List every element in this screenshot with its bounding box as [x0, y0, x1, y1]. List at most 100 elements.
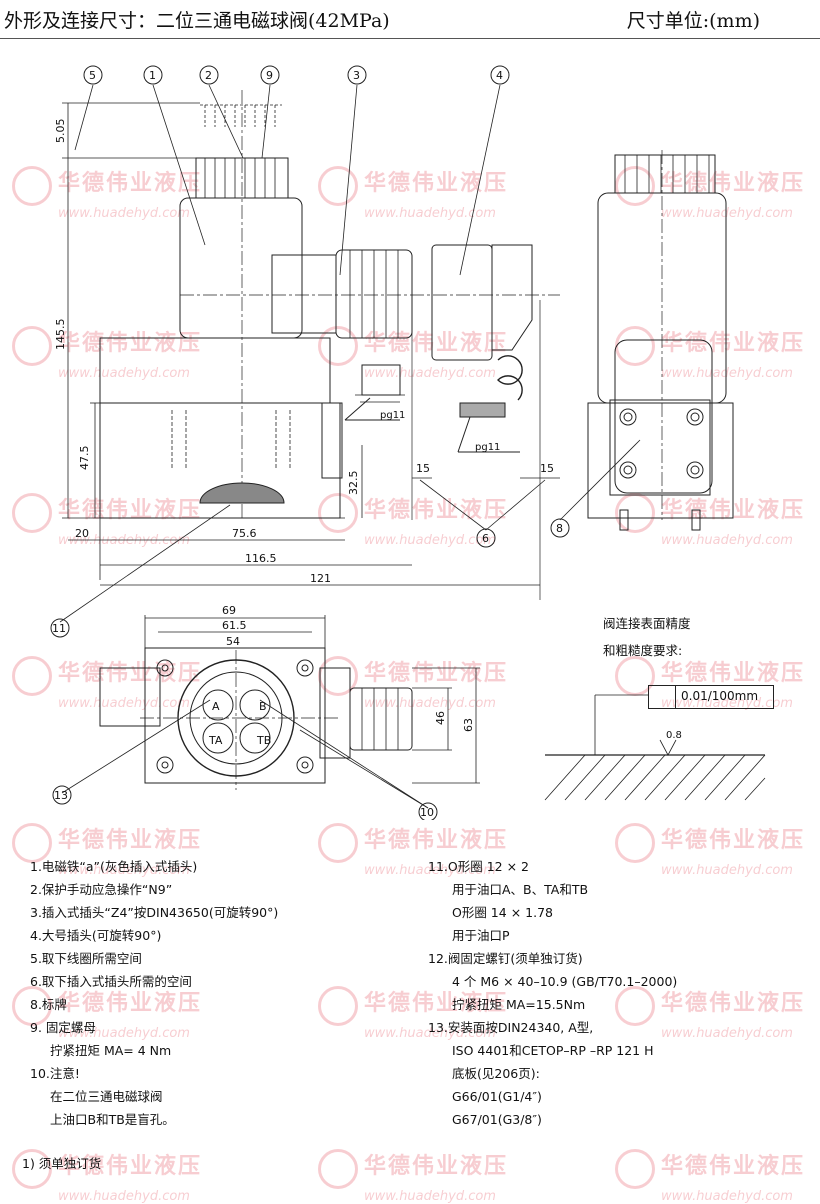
port-b-label: B	[259, 700, 267, 713]
callout-2	[199, 65, 219, 85]
valve-upper-body	[99, 337, 331, 404]
large-plug	[431, 244, 493, 361]
plug-z4	[271, 254, 337, 334]
technical-drawing: pg11 pg11 5.05 145.5 47.	[50, 65, 766, 820]
dim-5-05: 5.05	[54, 119, 67, 144]
nameplate-outline	[614, 339, 713, 494]
note-item: 在二位三通电磁球阀	[50, 1089, 163, 1104]
callout-8	[550, 518, 570, 538]
dim-15-a: 15	[416, 462, 430, 475]
callout-10	[418, 802, 438, 820]
flatness-icon	[649, 686, 676, 708]
callout-5	[83, 65, 103, 85]
logo-icon	[318, 1148, 358, 1189]
surface-requirement: 阀连接表面精度 和粗糙度要求:	[603, 610, 691, 664]
side-plug-bottom	[349, 687, 413, 751]
roughness-value: 0.8	[666, 730, 682, 741]
note-item: 11.O形圈 12 × 2	[428, 859, 529, 874]
note-item: 1.电磁铁“a”(灰色插入式插头)	[30, 859, 198, 874]
dim-121: 121	[310, 572, 331, 585]
note-item: 12.阀固定螺钉(须单独订货)	[428, 951, 583, 966]
svg-text:10: 10	[420, 806, 434, 819]
dim-47-5: 47.5	[78, 446, 91, 471]
dim-145-5: 145.5	[54, 319, 67, 351]
dim-63: 63	[462, 718, 475, 732]
side-base	[587, 402, 734, 519]
side-view	[587, 150, 734, 531]
callouts: 5 1 2 9 3 4 6 8 11 13 10	[50, 65, 570, 820]
surface-line-2: 和粗糙度要求:	[603, 643, 683, 658]
footnote: 1) 须单独订货	[22, 1156, 102, 1171]
note-item: O形圈 14 × 1.78	[452, 905, 553, 920]
note-item: 4.大号插头(可旋转90°)	[30, 928, 162, 943]
note-item: 4 个 M6 × 40–10.9 (GB/T70.1–2000)	[452, 974, 678, 989]
surface-line-1: 阀连接表面精度	[603, 616, 691, 631]
note-item: 8.标牌	[30, 997, 67, 1012]
note-item: 6.取下插入式插头所需的空间	[30, 974, 192, 989]
dim-116-5: 116.5	[245, 552, 277, 565]
dim-15-b: 15	[540, 462, 554, 475]
note-item: 用于油口P	[452, 928, 510, 943]
note-item: ISO 4401和CETOP–RP –RP 121 H	[452, 1043, 654, 1058]
callout-13	[52, 785, 72, 805]
mounting-dimensions: 69 61.5 54 46 63	[144, 604, 480, 784]
note-item: 2.保护手动应急操作“N9”	[30, 882, 173, 897]
callout-11	[50, 618, 70, 638]
callout-9	[260, 65, 280, 85]
coil-body	[179, 197, 303, 339]
callout-3	[347, 65, 367, 85]
note-item: 底板(见206页):	[452, 1066, 540, 1081]
note-item: 10.注意!	[30, 1066, 80, 1081]
callout-4	[490, 65, 510, 85]
surface-symbol: 0.8	[544, 694, 766, 801]
svg-text:8: 8	[556, 522, 563, 535]
flatness-tolerance-box: 0.01/100mm	[648, 685, 774, 709]
note-item: G67/01(G3/8″)	[452, 1112, 542, 1127]
note-item: 5.取下线圈所需空间	[30, 951, 142, 966]
svg-text:2: 2	[205, 69, 212, 82]
large-plug-view: pg11	[411, 244, 541, 600]
nameplate	[609, 399, 711, 496]
unit-label: 尺寸单位:(mm)	[626, 10, 760, 32]
callout-6	[476, 528, 496, 548]
svg-text:3: 3	[353, 69, 360, 82]
notes-left: 1.电磁铁“a”(灰色插入式插头) 2.保护手动应急操作“N9” 3.插入式插头…	[30, 855, 278, 1131]
svg-text:13: 13	[54, 789, 68, 802]
dim-61-5: 61.5	[222, 619, 247, 632]
side-knurled-nut	[614, 154, 716, 194]
dim-69: 69	[222, 604, 236, 617]
note-item: 上油口B和TB是盲孔。	[50, 1112, 175, 1127]
mounting-plate	[144, 647, 326, 784]
dim-75-6: 75.6	[232, 527, 257, 540]
svg-text:4: 4	[496, 69, 503, 82]
logo-icon	[318, 985, 358, 1026]
svg-text:5: 5	[89, 69, 96, 82]
pg11-gland	[361, 364, 401, 396]
mounting-face-view: A B TA TB	[99, 647, 413, 790]
note-item: G66/01(G1/4″)	[452, 1089, 542, 1104]
note-item: 13.安装面按DIN24340, A型,	[428, 1020, 594, 1035]
tolerance-value: 0.01/100mm	[681, 689, 759, 703]
port-ta-label: TA	[208, 734, 223, 747]
o-ring-section	[199, 482, 285, 504]
svg-text:6: 6	[482, 532, 489, 545]
front-view: pg11	[99, 90, 560, 520]
svg-text:1: 1	[149, 69, 156, 82]
dim-54: 54	[226, 635, 240, 648]
note-item: 9. 固定螺母	[30, 1020, 96, 1035]
note-item: 拧紧扭矩 MA=15.5Nm	[452, 997, 586, 1012]
logo-icon	[318, 822, 358, 863]
port-a-label: A	[212, 700, 220, 713]
callout-1	[143, 65, 163, 85]
svg-text:9: 9	[266, 69, 273, 82]
dim-20: 20	[75, 527, 89, 540]
port-tb-label: TB	[256, 734, 271, 747]
note-item: 用于油口A、B、TA和TB	[452, 882, 589, 897]
header-divider	[0, 38, 820, 39]
svg-text:11: 11	[52, 622, 66, 635]
dim-46: 46	[434, 711, 447, 725]
note-item: 拧紧扭矩 MA= 4 Nm	[50, 1043, 172, 1058]
pg11-label-2: pg11	[475, 442, 500, 453]
